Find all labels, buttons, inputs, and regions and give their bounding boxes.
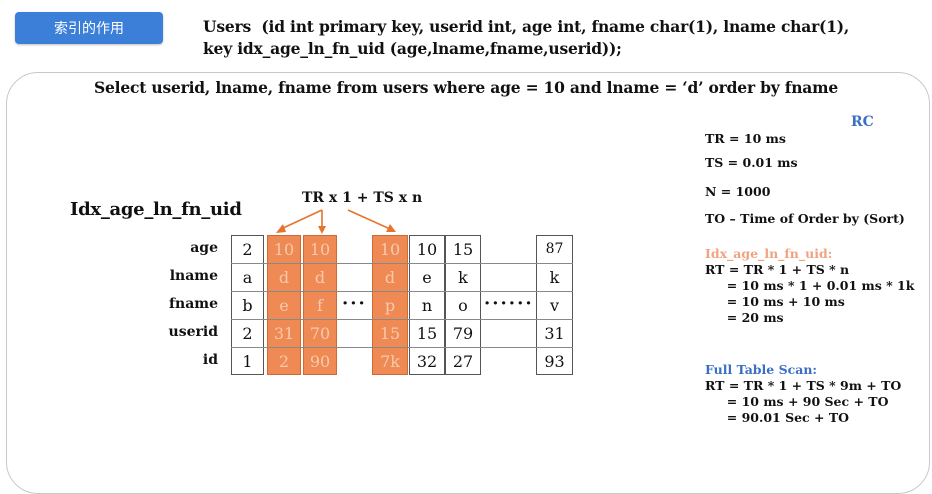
rc-label: RC bbox=[851, 114, 874, 130]
index-cell: p bbox=[384, 295, 396, 315]
grid-row-line-2 bbox=[231, 291, 573, 292]
index-cell: 70 bbox=[309, 323, 331, 343]
n-value: N = 1000 bbox=[705, 184, 771, 199]
row-label-id: id bbox=[202, 352, 218, 368]
arrow-head-2 bbox=[318, 226, 326, 234]
index-cell: 2 bbox=[242, 239, 253, 259]
index-cell: 10 bbox=[416, 239, 438, 259]
index-cell: b bbox=[242, 295, 253, 315]
arrow-head-1 bbox=[276, 224, 286, 233]
index-cell: d bbox=[278, 267, 290, 287]
sql-query: Select userid, lname, fname from users w… bbox=[93, 78, 838, 97]
index-cell: 31 bbox=[273, 323, 295, 343]
index-cell: 10 bbox=[379, 239, 401, 259]
index-cell: 90 bbox=[309, 351, 331, 371]
row-label-age: age bbox=[190, 240, 218, 256]
fts-cost-heading: Full Table Scan: bbox=[705, 362, 818, 377]
index-cell: 31 bbox=[544, 323, 565, 343]
grid-row-line-4 bbox=[231, 347, 573, 348]
index-cell: k bbox=[549, 267, 560, 287]
schema-line-1: Users (id int primary key, userid int, a… bbox=[203, 17, 850, 36]
index-cell: e bbox=[422, 267, 432, 287]
index-cell: e bbox=[279, 295, 289, 315]
idx-cost-heading: Idx_age_ln_fn_uid: bbox=[705, 246, 833, 261]
ts-value: TS = 0.01 ms bbox=[705, 155, 798, 170]
index-cell: 15 bbox=[452, 239, 474, 259]
index-cell: d bbox=[314, 267, 326, 287]
grid-row-line-3 bbox=[231, 319, 573, 320]
arrow-head-3 bbox=[386, 224, 396, 232]
arrow-line-1 bbox=[280, 209, 323, 230]
idx-cost-line-3: = 10 ms + 10 ms bbox=[705, 294, 845, 309]
index-column-2 bbox=[267, 235, 301, 375]
index-cell: o bbox=[458, 295, 468, 315]
index-cell: 15 bbox=[416, 323, 438, 343]
fts-cost-line-1: RT = TR * 1 + TS * 9m + TO bbox=[705, 378, 902, 393]
idx-cost-line-1: RT = TR * 1 + TS * n bbox=[705, 262, 850, 277]
index-cell: 7k bbox=[380, 351, 400, 371]
index-cell: 10 bbox=[273, 239, 295, 259]
formula-arrows bbox=[276, 209, 396, 234]
index-column-4 bbox=[372, 235, 408, 375]
row-label-userid: userid bbox=[168, 324, 218, 340]
index-cell: n bbox=[421, 295, 433, 315]
index-cell: 2 bbox=[242, 323, 253, 343]
content-panel bbox=[6, 72, 930, 494]
index-title: Idx_age_ln_fn_uid bbox=[70, 199, 242, 220]
index-cell: 1 bbox=[242, 351, 253, 371]
index-cell: 32 bbox=[416, 351, 438, 371]
fts-cost-block: Full Table Scan: RT = TR * 1 + TS * 9m +… bbox=[705, 362, 901, 426]
schema-line-2: key idx_age_ln_fn_uid (age,lname,fname,u… bbox=[203, 39, 622, 58]
fts-cost-line-3: = 90.01 Sec + TO bbox=[705, 410, 850, 425]
index-column-5 bbox=[409, 235, 445, 375]
section-tag: 索引的作用 bbox=[15, 12, 163, 44]
fts-cost-line-2: = 10 ms + 90 Sec + TO bbox=[705, 394, 889, 409]
ellipsis-short: ··· bbox=[342, 293, 367, 314]
index-cell: 10 bbox=[309, 239, 331, 259]
index-cell: d bbox=[384, 267, 396, 287]
to-definition: TO – Time of Order by (Sort) bbox=[705, 211, 905, 226]
index-cell: a bbox=[242, 267, 253, 287]
index-cell: 93 bbox=[544, 351, 565, 371]
row-label-fname: fname bbox=[169, 296, 218, 312]
arrow-line-3 bbox=[347, 209, 391, 230]
idx-cost-line-2: = 10 ms * 1 + 0.01 ms * 1k bbox=[705, 278, 915, 293]
index-column-7 bbox=[536, 235, 573, 375]
index-cell: 15 bbox=[379, 323, 401, 343]
index-cell: f bbox=[317, 295, 323, 315]
ellipsis-long: ······ bbox=[484, 293, 534, 314]
schema-definition: Users (id int primary key, userid int, a… bbox=[203, 16, 849, 60]
index-column-3 bbox=[303, 235, 337, 375]
tr-value: TR = 10 ms bbox=[705, 131, 786, 146]
index-cell: k bbox=[458, 267, 468, 287]
index-cell: 79 bbox=[452, 323, 474, 343]
index-cell: 27 bbox=[452, 351, 474, 371]
grid-row-line-1 bbox=[231, 263, 573, 264]
idx-cost-block: Idx_age_ln_fn_uid: RT = TR * 1 + TS * n … bbox=[705, 246, 914, 326]
index-column-6 bbox=[445, 235, 481, 375]
idx-cost-line-4: = 20 ms bbox=[705, 310, 784, 325]
index-cell: 2 bbox=[278, 351, 290, 371]
row-label-lname: lname bbox=[169, 268, 218, 284]
index-cell: v bbox=[549, 295, 560, 315]
index-column-1 bbox=[231, 235, 264, 375]
index-cell: 87 bbox=[545, 241, 564, 257]
cost-formula: TR x 1 + TS x n bbox=[302, 190, 423, 206]
